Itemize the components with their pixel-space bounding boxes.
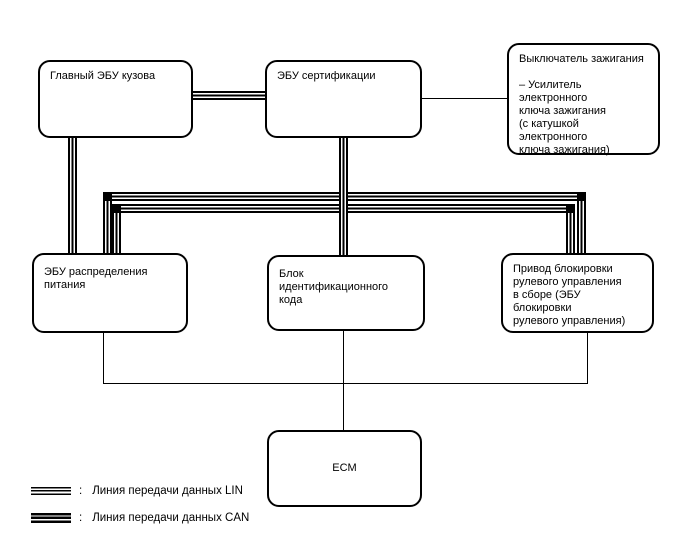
box-power-distribution-ecu: ЭБУ распределения питания <box>32 253 188 333</box>
bus-corner-right-outer <box>577 192 586 201</box>
bus-corner-right-inner <box>566 204 575 213</box>
lin-link-mainbody-certification <box>193 91 265 100</box>
bus-corner-left-inner <box>112 204 121 213</box>
bus-drop-left-outer <box>103 192 112 253</box>
box-id-code-box: Блок идентификационного кода <box>267 255 425 331</box>
lin-link-mainbody-powerdist <box>68 138 77 253</box>
legend-can-separator: : <box>79 512 83 524</box>
wire-steeringlock-down <box>587 333 588 384</box>
legend-lin-separator: : <box>79 485 83 497</box>
legend-row-can: : Линия передачи данных CAN <box>31 507 249 529</box>
box-certification-ecu: ЭБУ сертификации <box>265 60 422 138</box>
legend-lin-label: Линия передачи данных LIN <box>92 485 243 497</box>
box-ecm: ECM <box>267 430 422 507</box>
wire-bottom-horizontal <box>103 383 588 384</box>
legend-can-label: Линия передачи данных CAN <box>92 512 250 524</box>
legend-row-lin: : Линия передачи данных LIN <box>31 480 243 502</box>
wire-idcode-ecm <box>343 331 344 430</box>
can-line-sample-icon <box>31 513 71 523</box>
bus-corner-left-outer <box>103 192 112 201</box>
bus-drop-right-outer <box>577 192 586 253</box>
box-ignition-switch: Выключатель зажигания – Усилитель электр… <box>507 43 660 156</box>
box-steering-lock-actuator: Привод блокировки рулевого управления в … <box>501 253 654 333</box>
bus-drop-left-inner <box>112 204 121 253</box>
bus-drop-right-inner <box>566 204 575 253</box>
lin-link-certification-idcode <box>339 138 348 255</box>
box-main-body-ecu: Главный ЭБУ кузова <box>38 60 193 138</box>
lin-line-sample-icon <box>31 487 71 495</box>
wire-powerdist-down <box>103 333 104 384</box>
wire-certification-ignition <box>422 98 507 99</box>
